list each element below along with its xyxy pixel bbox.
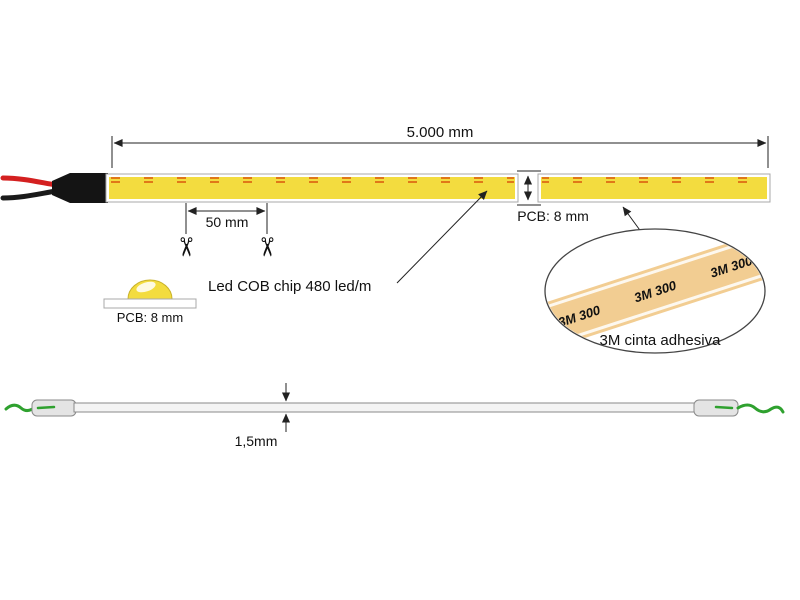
- chip-callout: Led COB chip 480 led/m: [208, 190, 488, 295]
- sleeve-right-wire: [714, 405, 734, 410]
- magnifier: 3M 300 3M 300 3M 300 3M cinta adhesiva: [544, 206, 766, 354]
- thickness-dimension: 1,5mm: [235, 383, 291, 449]
- dome-highlight: [136, 281, 156, 293]
- led-strip-top-view: [0, 173, 771, 203]
- cross-section-pcb-label: PCB: 8 mm: [117, 310, 183, 325]
- cut-dimension: 50 mm ✂ ✂: [171, 203, 282, 258]
- adhesive-label: 3M cinta adhesiva: [600, 332, 722, 349]
- tape-edge-top: [546, 230, 764, 322]
- cut-label: 50 mm: [206, 214, 249, 230]
- sleeve-left-wire: [36, 405, 56, 410]
- adhesive-tape-band: [546, 230, 764, 352]
- length-dimension: 5.000 mm: [111, 124, 769, 168]
- green-wire-right: [736, 403, 785, 414]
- pcb-width-dimension: PCB: 8 mm: [517, 170, 589, 224]
- cross-section-pcb: [103, 298, 197, 309]
- side-view: [4, 399, 785, 417]
- tape-edge-bottom: [546, 257, 764, 352]
- thickness-label: 1,5mm: [235, 433, 278, 449]
- length-label: 5.000 mm: [407, 124, 474, 141]
- strip-segment-1-pads: [110, 177, 514, 183]
- red-wire: [0, 175, 59, 188]
- pcb-width-label: PCB: 8 mm: [517, 208, 589, 224]
- chip-callout-arrow: [396, 190, 488, 284]
- side-view-strip: [73, 402, 697, 413]
- magnifier-content: 3M 300 3M 300 3M 300: [546, 230, 764, 352]
- strip-segment-2-pads: [542, 177, 766, 183]
- cross-section: PCB: 8 mm: [103, 279, 197, 325]
- green-wire-left: [4, 403, 38, 413]
- strip-connector: [52, 173, 108, 203]
- chip-label: Led COB chip 480 led/m: [208, 278, 371, 295]
- scissors-icon: ✂: [171, 236, 201, 258]
- scissors-icon: ✂: [252, 236, 282, 258]
- black-wire: [0, 188, 59, 201]
